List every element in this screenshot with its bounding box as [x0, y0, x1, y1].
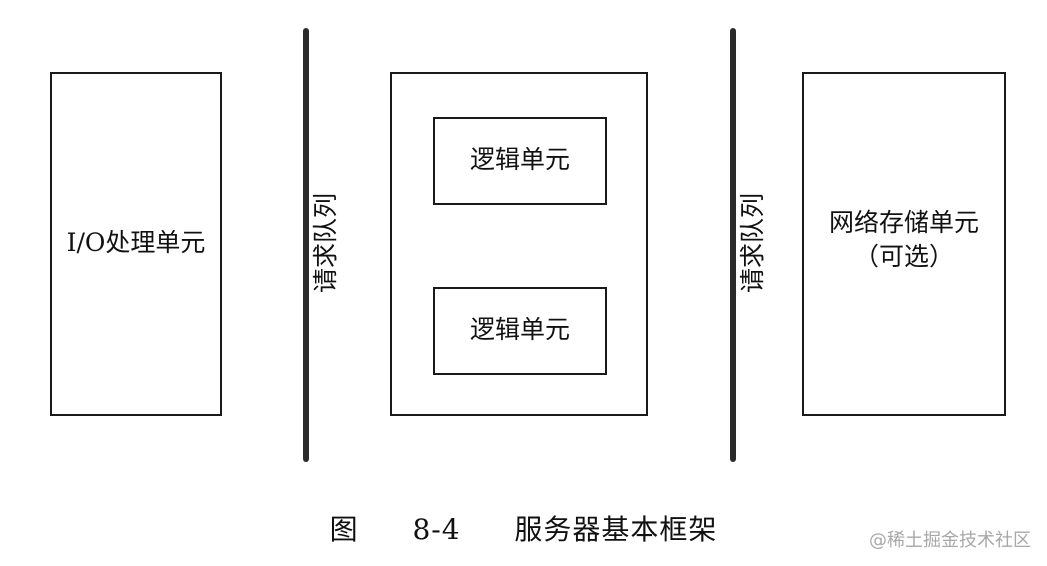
- watermark: @稀土掘金技术社区: [869, 530, 1031, 551]
- figure-caption: 图 8-4 服务器基本框架: [0, 508, 1047, 548]
- figure-title: 服务器基本框架: [514, 513, 718, 546]
- figure-label: 图: [329, 513, 359, 546]
- logic-unit-top-box: 逻辑单元: [433, 117, 607, 205]
- logic-unit-bottom-box: 逻辑单元: [433, 287, 607, 375]
- left-queue-label: 请求队列: [311, 193, 340, 294]
- logic-unit-bottom-label: 逻辑单元: [469, 315, 570, 344]
- storage-unit-label: 网络存储单元 （可选）: [828, 208, 979, 271]
- right-queue-label: 请求队列: [738, 193, 767, 294]
- storage-unit-box: 网络存储单元 （可选）: [802, 72, 1006, 416]
- right-queue-bar: [730, 28, 736, 462]
- io-unit-box: I/O处理单元: [50, 72, 222, 416]
- logic-container-box: 逻辑单元 逻辑单元: [390, 72, 648, 416]
- left-queue-bar: [303, 28, 309, 462]
- io-unit-label: I/O处理单元: [66, 228, 206, 257]
- logic-unit-top-label: 逻辑单元: [469, 145, 570, 174]
- figure-number: 8-4: [412, 513, 461, 546]
